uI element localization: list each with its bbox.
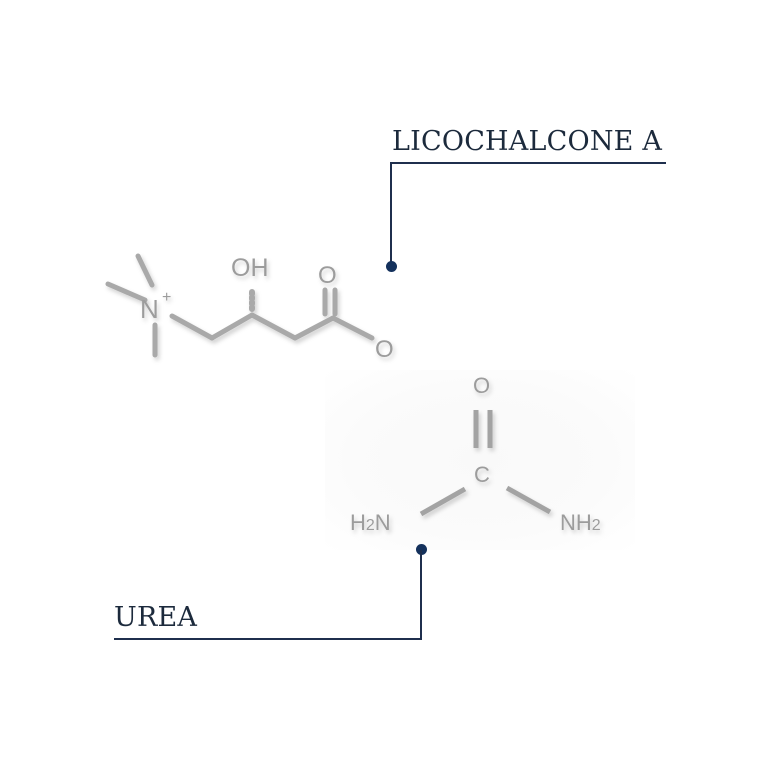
atom-o: O: [473, 373, 490, 398]
atom-h2n: H2N: [350, 510, 391, 535]
urea-structure-background: [325, 370, 635, 550]
atom-o-top: O: [318, 262, 337, 289]
urea-structure: [419, 410, 552, 517]
atom-c: C: [474, 462, 490, 487]
atom-o-bottom: O: [375, 336, 394, 363]
urea-marker-dot: [416, 544, 427, 555]
urea-leader-horizontal: [114, 638, 422, 640]
molecule-1-atoms: N + OH O O: [140, 254, 394, 363]
atom-oh: OH: [231, 254, 269, 282]
urea-leader-vertical: [420, 550, 422, 640]
urea-atoms: O C H2N NH2: [350, 373, 601, 535]
urea-label: UREA: [114, 602, 198, 633]
molecule-1-structure: [105, 253, 375, 358]
atom-n: N: [140, 294, 159, 324]
atom-nh2: NH2: [560, 510, 601, 535]
licochalcone-a-label: LICOCHALCONE A: [392, 126, 663, 157]
atom-charge: +: [162, 289, 171, 306]
licochalcone-leader-horizontal: [390, 162, 666, 164]
licochalcone-leader-vertical: [390, 162, 392, 266]
licochalcone-marker-dot: [386, 261, 397, 272]
